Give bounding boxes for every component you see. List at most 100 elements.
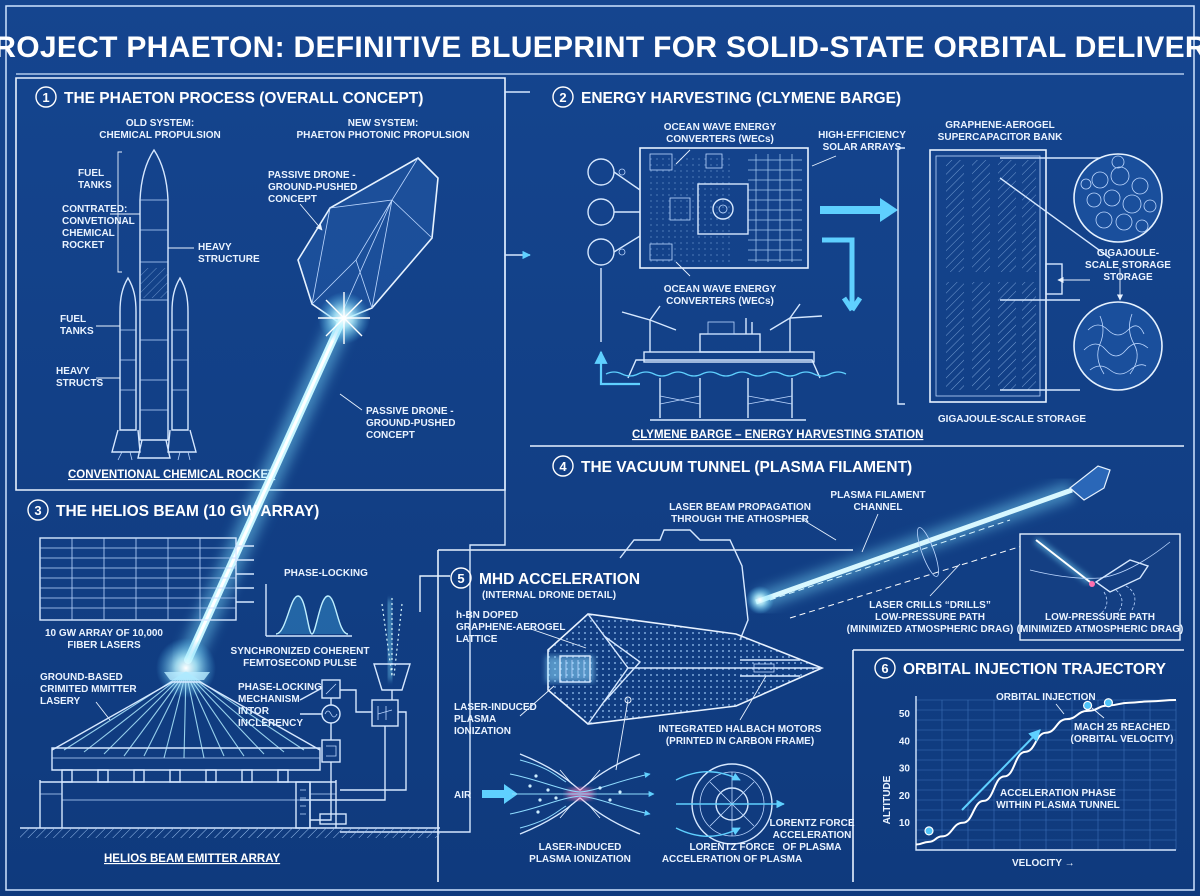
helios-main-beam [177, 292, 370, 671]
fuel-tanks-label-1: FUEL [78, 168, 104, 179]
arrow-to-bank [820, 198, 898, 222]
acceleration-label-b: WITHIN PLASMA TUNNEL [996, 800, 1120, 811]
section-1-title: THE PHAETON PROCESS (OVERALL CONCEPT) [64, 90, 423, 107]
lorentz-label-2b: ACCELERATION [773, 830, 852, 841]
section-2-caption: CLYMENE BARGE – ENERGY HARVESTING STATIO… [632, 429, 923, 441]
lorentz-label-2c: OF PLASMA [783, 842, 842, 853]
array-label-b: FIBER LASERS [67, 640, 141, 651]
fuel-tanks-label-2b: TANKS [60, 326, 94, 337]
trajectory-marker [1082, 700, 1093, 711]
giga-label-c: STORAGE [1103, 272, 1153, 283]
tunnel-beam-core [755, 487, 1073, 605]
mechanism-label-a: PHASE-LOCKING [238, 682, 322, 693]
fiber-laser-array [39, 537, 254, 621]
phase-locking-waveform [265, 584, 352, 637]
drone-label-2c: CONCEPT [366, 430, 415, 441]
new-system-subheading: PHAETON PHOTONIC PROPULSION [297, 130, 470, 141]
chart-y-tick-label: 10 [899, 818, 911, 829]
mach-label-b: (ORBITAL VELOCITY) [1071, 734, 1174, 745]
chart-y-label: ALTITUDE [882, 775, 893, 824]
contrated-label-a: CONTRATED: [62, 204, 127, 215]
old-system-heading: OLD SYSTEM: [126, 118, 194, 129]
section-3-badge [27, 499, 49, 521]
old-system-subheading: CHEMICAL PROPULSION [99, 130, 221, 141]
mechanism-label-d: INCLERENCY [238, 718, 303, 729]
halbach-label-a: INTEGRATED HALBACH MOTORS [659, 724, 822, 735]
mechanism-label-b: MECHANISM [238, 694, 300, 705]
section-2-badge [552, 86, 574, 108]
plasma-nozzle [482, 753, 655, 835]
solar-label-a: HIGH-EFFICIENCY [818, 130, 906, 141]
drill-label-b: LOW-PRESSURE PATH [875, 612, 985, 623]
filament-label-a: PLASMA FILAMENT [830, 490, 925, 501]
section-1-number: 1 [42, 90, 49, 105]
phase-lock-circuit [295, 679, 407, 829]
trajectory-series-line [915, 699, 1177, 846]
section-5-title: MHD ACCELERATION [479, 571, 640, 588]
drone-label-1c: CONCEPT [268, 194, 317, 205]
sync-label-a: SYNCHRONIZED COHERENT [231, 646, 370, 657]
section-6-title: ORBITAL INJECTION TRAJECTORY [903, 661, 1167, 678]
ground-label-b: CRIMITED MMITTER [40, 684, 137, 695]
phase-locking-label: PHASE-LOCKING [284, 568, 368, 579]
lorentz-ring [675, 763, 785, 845]
section-6-badge [874, 657, 896, 679]
drone-label-1b: GROUND-PUSHED [268, 182, 357, 193]
drone-label-2a: PASSIVE DRONE - [366, 406, 454, 417]
section-4-vacuum-tunnel: 4 THE VACUUM TUNNEL (PLASMA FILAMENT) LA… [552, 455, 1184, 641]
tunnel-dash-lower [789, 545, 1023, 619]
drone-in-tunnel [1069, 465, 1111, 501]
section-3-title: THE HELIOS BEAM (10 GW ARRAY) [56, 503, 319, 520]
section-4-badge [552, 455, 574, 477]
chart-y-tick-label: 30 [899, 764, 911, 775]
chart-grid [915, 699, 1177, 851]
acceleration-label-a: ACCELERATION PHASE [1000, 788, 1116, 799]
arrow-to-station [822, 237, 863, 312]
hbn-label-c: LATTICE [456, 634, 498, 645]
solar-label-b: SOLAR ARRAYS [823, 142, 902, 153]
mechanism-label-c: INTOR [238, 706, 270, 717]
supercapacitor-bank [897, 147, 1163, 405]
section-1-phaeton-process: 1 THE PHAETON PROCESS (OVERALL CONCEPT) … [35, 86, 470, 481]
section-1-caption: CONVENTIONAL CHEMICAL ROCKET [68, 469, 275, 481]
propagation-label-a: LASER BEAM PROPAGATION [669, 502, 811, 513]
section-5-subtitle: (INTERNAL DRONE DETAIL) [482, 590, 616, 601]
ionization-label-a: LASER-INDUCED [539, 842, 622, 853]
giga-label-b: SCALE STORAGE [1085, 260, 1171, 271]
hbn-label-a: h-BN DOPED [456, 610, 518, 621]
giga-label-a: GIGAJOULE- [1097, 248, 1159, 259]
array-label-a: 10 GW ARRAY OF 10,000 [45, 628, 163, 639]
low-pressure-label-b: (MINIMIZED ATMOSPHERIC DRAG) [1017, 624, 1184, 635]
page-title: PROJECT PHAETON: DEFINITIVE BLUEPRINT FO… [0, 31, 1200, 64]
section-3-number: 3 [34, 503, 41, 518]
section-3-helios-beam: 3 THE HELIOS BEAM (10 GW ARRAY) 10 GW AR… [20, 499, 440, 865]
laser-ionization-label-c: IONIZATION [454, 726, 511, 737]
chart-x-label: VELOCITY → [1012, 858, 1075, 869]
trajectory-marker [924, 826, 934, 836]
filament-label-b: CHANNEL [854, 502, 903, 513]
outer-frame [5, 5, 1195, 891]
ionization-label-b: PLASMA IONIZATION [529, 854, 631, 865]
section-5-number: 5 [457, 571, 464, 586]
trajectory-marker [1103, 698, 1114, 708]
heavy-structs-label-b: STRUCTS [56, 378, 104, 389]
new-system-heading: NEW SYSTEM: [348, 118, 419, 129]
ground-label-a: GROUND-BASED [40, 672, 123, 683]
drone-label-1a: PASSIVE DRONE - [268, 170, 356, 181]
contrated-label-c: CHEMICAL [62, 228, 115, 239]
secondary-beam [373, 598, 411, 700]
sync-label-b: FEMTOSECOND PULSE [243, 658, 357, 669]
heavy-structs-label-a: HEAVY [56, 366, 90, 377]
laser-ionization-label-a: LASER-INDUCED [454, 702, 537, 713]
chart-axes [915, 696, 1176, 851]
air-label: AIR [454, 790, 472, 801]
heavy-structure-label-a: HEAVY [198, 242, 232, 253]
section-3-caption: HELIOS BEAM EMITTER ARRAY [104, 853, 280, 865]
section-2-energy-harvesting: 2 ENERGY HARVESTING (CLYMENE BARGE) OCEA… [552, 86, 1171, 441]
section-5-mhd-acceleration: 5 MHD ACCELERATION (INTERNAL DRONE DETAI… [450, 567, 855, 865]
section-4-title: THE VACUUM TUNNEL (PLASMA FILAMENT) [581, 459, 912, 476]
drill-label-c: (MINIMIZED ATMOSPHERIC DRAG) [847, 624, 1014, 635]
routing-lines [340, 91, 531, 833]
section-4-number: 4 [559, 459, 567, 474]
